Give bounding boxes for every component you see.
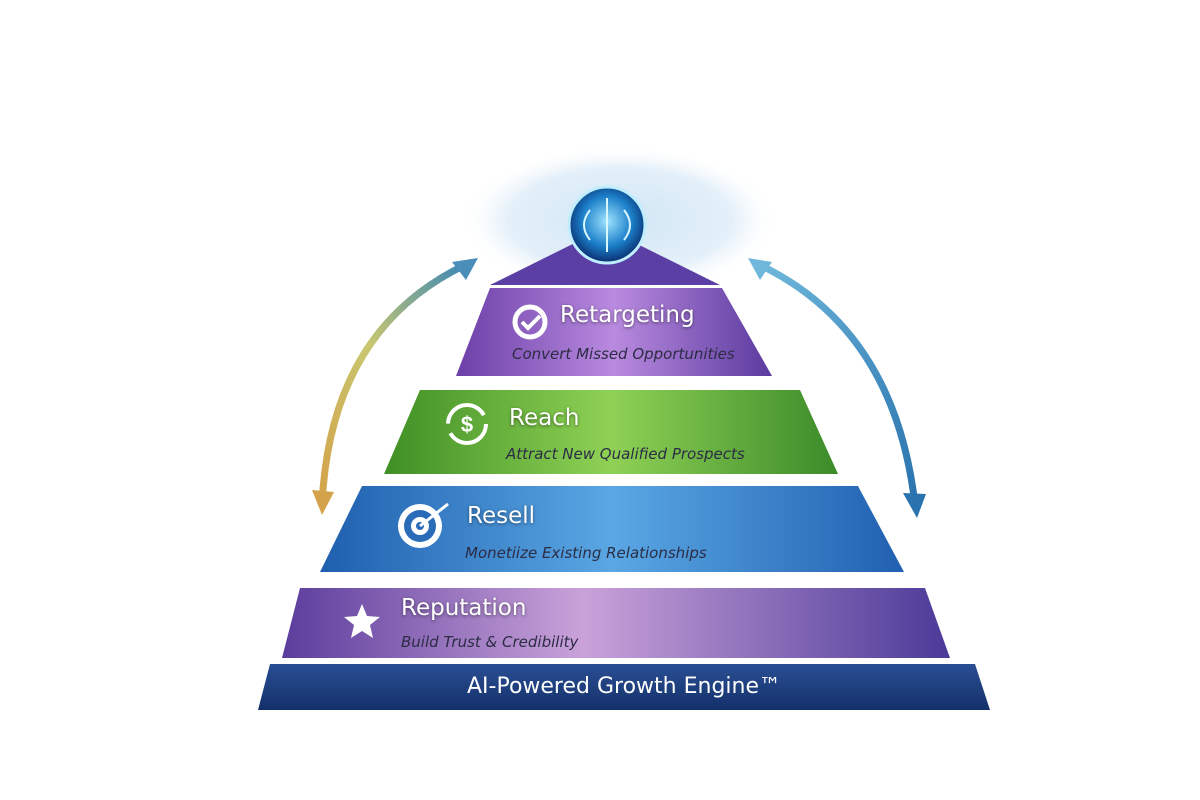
tier-resell: [320, 486, 904, 572]
right-arrow-head-top: [748, 258, 772, 280]
tier-title-reputation: Reputation: [401, 595, 527, 621]
right-arrow-head-bottom: [903, 493, 926, 518]
tier-subtitle-reach: Attract New Qualified Prospects: [506, 445, 745, 463]
tier-title-resell: Resell: [467, 503, 536, 529]
star-icon: [344, 604, 380, 638]
tier-title-retargeting: Retargeting: [560, 302, 695, 328]
dollar-cycle-icon: $: [446, 403, 488, 445]
right-cycle-arrow: [758, 261, 919, 506]
tier-title-reach: Reach: [509, 405, 580, 431]
left-arrow-head-bottom: [312, 490, 334, 515]
base-label: AI-Powered Growth Engine™: [466, 674, 782, 699]
target-arrow-icon: [398, 502, 449, 548]
svg-text:$: $: [461, 412, 473, 437]
retarget-check-icon: [512, 304, 548, 340]
left-arrow-head-top: [452, 258, 478, 280]
tier-subtitle-resell: Monetiize Existing Relationships: [465, 544, 707, 562]
tier-subtitle-reputation: Build Trust & Credibility: [401, 633, 579, 651]
tier-reputation: [282, 588, 950, 658]
tier-reach: [384, 390, 838, 474]
left-cycle-arrow: [318, 261, 467, 506]
tier-subtitle-retargeting: Convert Missed Opportunities: [512, 345, 735, 363]
base-bar: [258, 664, 990, 710]
